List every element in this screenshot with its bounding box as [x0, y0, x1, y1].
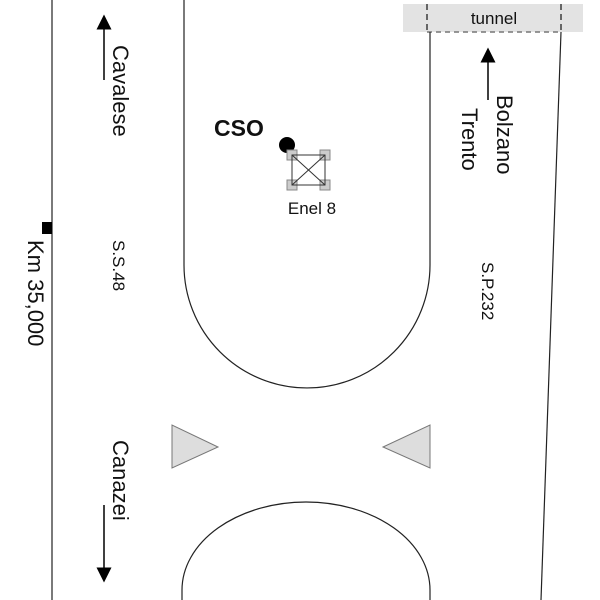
km-label: Km 35,000 — [23, 240, 48, 346]
enel-pylon-icon — [286, 149, 331, 191]
bolzano-label: Bolzano — [492, 95, 517, 175]
tunnel: tunnel — [403, 4, 583, 33]
road-edge-right — [540, 31, 562, 600]
canazei-label: Canazei — [108, 440, 133, 521]
triangle-marker-right — [381, 424, 431, 469]
sp232-label: S.P.232 — [478, 262, 497, 320]
ss48-label: S.S.48 — [109, 240, 128, 291]
enel-label: Enel 8 — [288, 199, 336, 218]
median-island-lower — [181, 501, 431, 600]
median-island-upper — [183, 0, 431, 389]
trento-label: Trento — [457, 108, 482, 171]
km-marker — [42, 222, 52, 234]
cso-station-dot — [279, 137, 295, 153]
triangle-marker-left — [171, 424, 220, 469]
cso-label: CSO — [214, 115, 264, 141]
cavalese-label: Cavalese — [108, 45, 133, 137]
tunnel-label: tunnel — [471, 9, 517, 28]
